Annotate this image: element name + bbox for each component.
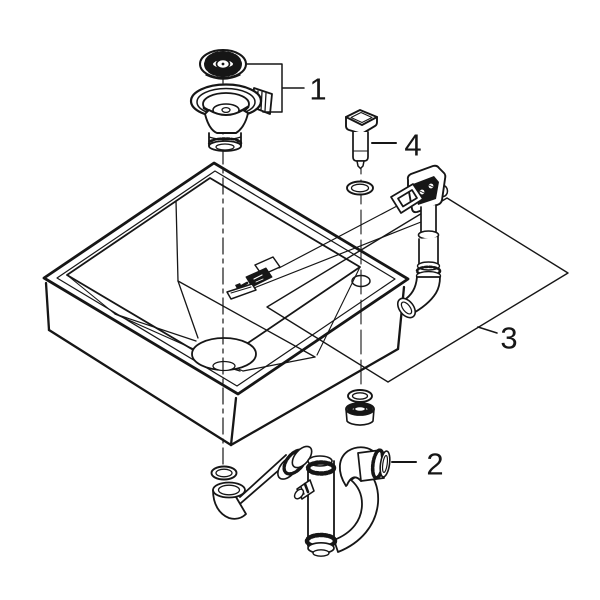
callout-4-label: 4 xyxy=(404,128,421,163)
trap-assembly xyxy=(210,445,391,557)
overflow-gasket xyxy=(390,183,424,214)
strainer-body xyxy=(189,83,273,152)
trap-washer xyxy=(210,465,238,481)
under-sink-nut xyxy=(345,402,375,426)
drain-hole xyxy=(191,337,257,372)
basin-overflow-fittings xyxy=(226,256,281,300)
overflow-elbow xyxy=(396,276,441,319)
mounting-plane-outline xyxy=(253,197,569,383)
overflow-pipe xyxy=(415,204,442,282)
trap-tee xyxy=(304,455,338,557)
sink-basin xyxy=(42,161,410,447)
overflow-screw-plate xyxy=(245,267,273,288)
overflow-clamp-bar xyxy=(226,283,257,300)
trap-union-nut xyxy=(277,445,313,480)
strainer-assembly xyxy=(189,49,273,152)
under-sink-oring xyxy=(347,389,373,403)
overflow-assembly xyxy=(390,164,449,319)
callout-4: 4 xyxy=(371,128,422,163)
callout-3-label: 3 xyxy=(500,321,517,356)
callout-1-bracket xyxy=(245,63,305,113)
plug-oring xyxy=(346,180,374,196)
sink-body-walls xyxy=(44,281,406,447)
deck-plug xyxy=(345,109,378,170)
trap-outlet-elbow xyxy=(338,446,391,487)
callout-1: 1 xyxy=(245,63,327,113)
callout-3-tick xyxy=(477,326,498,334)
callout-2: 2 xyxy=(391,447,444,482)
trap-hose-barb xyxy=(293,479,315,500)
trap-inlet-elbow xyxy=(212,481,247,520)
callout-1-label: 1 xyxy=(309,72,326,107)
callout-2-label: 2 xyxy=(426,447,443,482)
trap-swan-neck xyxy=(333,468,380,553)
strainer-thread xyxy=(207,132,243,152)
leader-line-clamp-bar xyxy=(253,221,422,289)
leader-line-overflow-hole xyxy=(278,205,398,269)
strainer-cap xyxy=(199,49,247,80)
